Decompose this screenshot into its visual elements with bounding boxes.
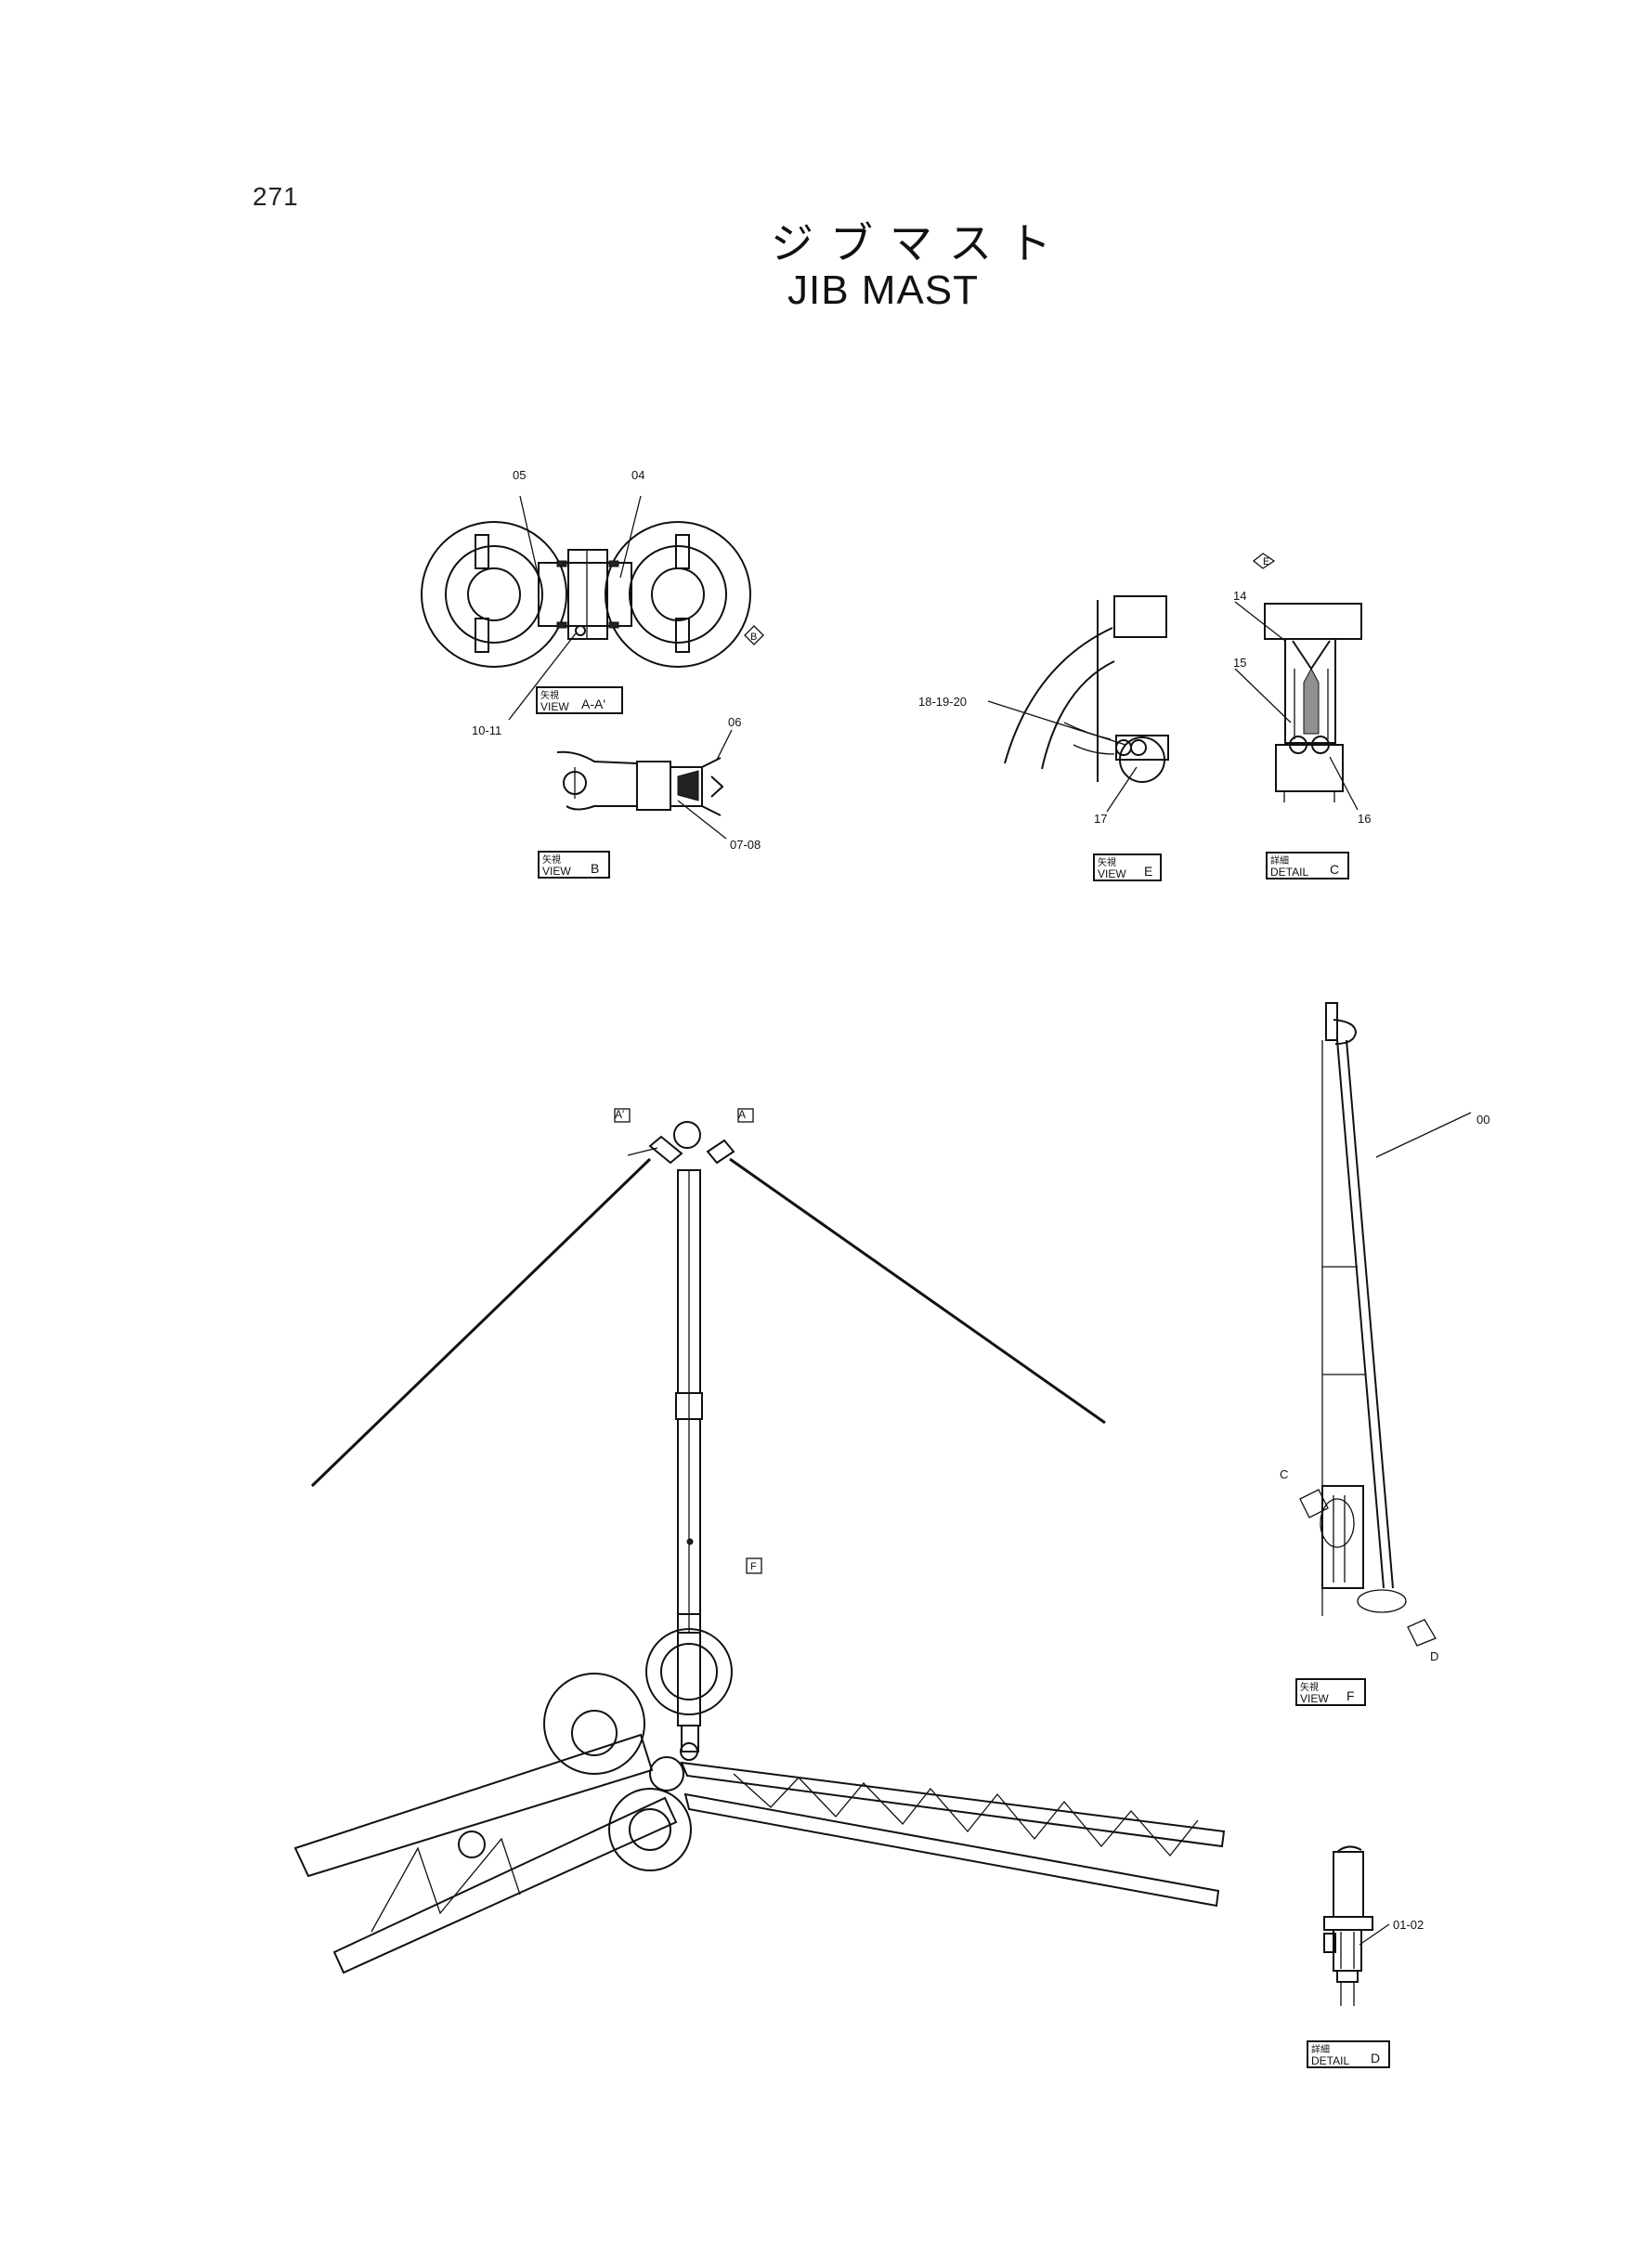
view-label-b: 矢視 VIEW B: [538, 851, 610, 879]
part-00: 00: [1476, 1113, 1489, 1127]
svg-text:矢視: 矢視: [1098, 856, 1116, 868]
marker-c: C: [1280, 1467, 1288, 1481]
page-number: 271: [253, 182, 299, 211]
svg-text:VIEW: VIEW: [1300, 1692, 1329, 1705]
marker-d: D: [1430, 1649, 1438, 1663]
part-07-08: 07-08: [730, 838, 761, 852]
part-06: 06: [728, 715, 741, 729]
view-e-drawing: [987, 595, 1169, 813]
part-14: 14: [1233, 589, 1246, 603]
svg-text:矢視: 矢視: [1300, 1681, 1319, 1693]
part-05: 05: [513, 468, 526, 482]
part-10-11: 10-11: [472, 723, 501, 737]
view-aa-drawing: [421, 495, 764, 721]
marker-b: B: [750, 632, 757, 643]
detail-label-c: 詳細 DETAIL C: [1266, 852, 1349, 879]
marker-a-prime-box: [614, 1108, 631, 1123]
view-f-drawing: [1299, 1002, 1472, 1647]
detail-d-drawing: [1323, 1845, 1390, 2006]
svg-text:VIEW: VIEW: [542, 865, 571, 878]
svg-text:B: B: [591, 861, 599, 876]
part-15: 15: [1233, 656, 1246, 670]
svg-text:E: E: [1144, 864, 1152, 879]
svg-text:詳細: 詳細: [1311, 2043, 1330, 2055]
part-16: 16: [1358, 812, 1371, 826]
detail-c-drawing: [1234, 553, 1362, 811]
svg-text:VIEW: VIEW: [1098, 867, 1126, 880]
marker-f: F: [750, 1561, 757, 1572]
view-label-aa: 矢視 VIEW A-A': [536, 686, 623, 714]
part-01-02: 01-02: [1393, 1918, 1424, 1932]
part-17: 17: [1094, 812, 1107, 826]
title-japanese: ジブマスト: [771, 218, 1068, 268]
svg-text:DETAIL: DETAIL: [1311, 2054, 1349, 2067]
svg-text:F: F: [1346, 1688, 1355, 1703]
part-18-19-20: 18-19-20: [918, 695, 967, 709]
marker-e: E: [1263, 556, 1269, 567]
view-b-drawing: [556, 729, 733, 840]
svg-text:矢視: 矢視: [540, 689, 559, 701]
main-assembly-drawing: [293, 1121, 1226, 1974]
svg-text:矢視: 矢視: [542, 853, 561, 866]
svg-text:VIEW: VIEW: [540, 700, 569, 713]
marker-a-box: [737, 1108, 754, 1123]
view-label-f: 矢視 VIEW F: [1295, 1678, 1366, 1706]
title-english: JIB MAST: [787, 267, 980, 313]
svg-text:A-A': A-A': [581, 697, 605, 711]
detail-label-d: 詳細 DETAIL D: [1307, 2040, 1390, 2068]
svg-text:D: D: [1371, 2051, 1380, 2065]
marker-a-prime: A': [615, 1108, 624, 1121]
svg-text:DETAIL: DETAIL: [1270, 866, 1308, 879]
svg-text:詳細: 詳細: [1270, 854, 1289, 866]
view-label-e: 矢視 VIEW E: [1093, 853, 1162, 881]
marker-f-box: [746, 1557, 762, 1574]
svg-text:C: C: [1330, 862, 1339, 877]
marker-a: A: [738, 1108, 746, 1121]
part-04: 04: [631, 468, 644, 482]
